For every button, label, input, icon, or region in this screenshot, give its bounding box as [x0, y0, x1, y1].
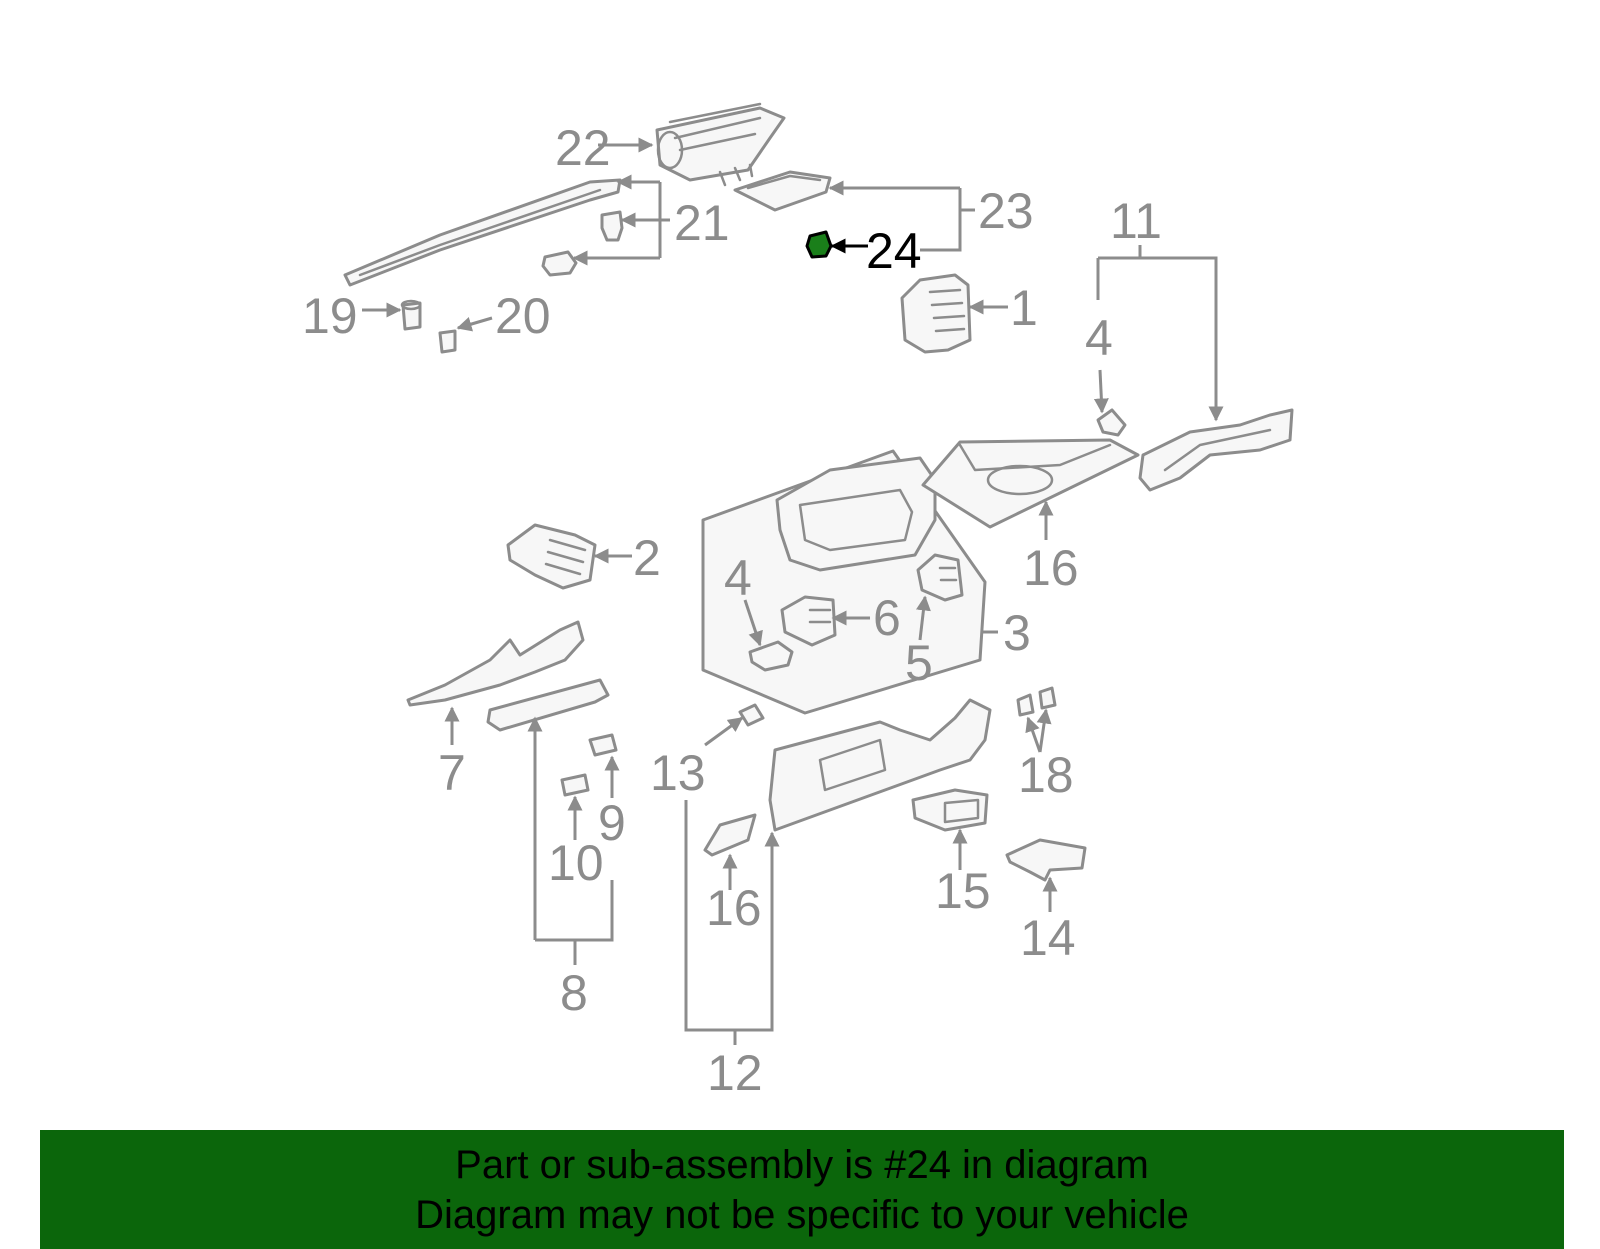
- part-4-clip-upper[interactable]: [1096, 408, 1127, 437]
- parts-diagram: 22 21 19 20 23 24 1 11 4 16 2 4 6 3 5 7 …: [302, 102, 1294, 1101]
- part-15-box[interactable]: [911, 788, 989, 832]
- part-10-clip[interactable]: [560, 773, 590, 797]
- callout-5: 5: [905, 635, 933, 691]
- part-21-clip-lower[interactable]: [541, 250, 578, 277]
- part-19-clip[interactable]: [400, 299, 422, 331]
- part-24-clip[interactable]: [805, 230, 833, 259]
- callout-21: 21: [674, 195, 730, 251]
- part-13-clip[interactable]: [738, 703, 765, 727]
- callout-3: 3: [1003, 605, 1031, 661]
- banner-line-part: Part or sub-assembly is #24 in diagram: [455, 1143, 1149, 1187]
- callout-18: 18: [1018, 747, 1074, 803]
- callout-4-panel: 4: [724, 550, 752, 606]
- leader-lines: [362, 137, 1224, 1045]
- part-18-clips[interactable]: [1016, 686, 1057, 717]
- part-16-cover[interactable]: [703, 813, 757, 857]
- part-17-tray[interactable]: [921, 438, 1140, 529]
- callout-labels: 22 21 19 20 23 24 1 11 4 16 2 4 6 3 5 7 …: [302, 120, 1162, 1101]
- info-banner: Part or sub-assembly is #24 in diagram D…: [40, 1130, 1564, 1249]
- part-7-bracket[interactable]: [406, 620, 585, 707]
- part-4-clip-panel[interactable]: [748, 640, 794, 672]
- callout-10: 10: [548, 835, 604, 891]
- part-23-panel[interactable]: [733, 170, 832, 212]
- callout-17: 16: [1023, 540, 1079, 596]
- callout-15: 15: [935, 863, 991, 919]
- part-3-cluster-bezel[interactable]: [775, 456, 937, 572]
- part-12-lower-panel[interactable]: [768, 698, 992, 832]
- callout-9: 9: [598, 795, 626, 851]
- part-2-vent[interactable]: [506, 523, 597, 590]
- callout-20: 20: [495, 288, 551, 344]
- callout-1: 1: [1010, 280, 1038, 336]
- part-1-vent[interactable]: [900, 273, 972, 354]
- callout-8: 8: [560, 965, 588, 1021]
- part-6-vent[interactable]: [780, 595, 837, 647]
- callout-11: 11: [1110, 193, 1162, 249]
- part-20-clip[interactable]: [438, 329, 457, 354]
- part-8-duct[interactable]: [486, 678, 610, 732]
- banner-line-disclaimer: Diagram may not be specific to your vehi…: [415, 1193, 1189, 1237]
- part-9-clip[interactable]: [588, 733, 618, 757]
- callout-16: 16: [706, 880, 762, 936]
- callout-19: 19: [302, 288, 358, 344]
- part-14-bracket[interactable]: [1005, 838, 1087, 882]
- callout-4-upper: 4: [1085, 310, 1113, 366]
- part-11-reinforcement[interactable]: [1138, 408, 1294, 492]
- callout-24: 24: [866, 223, 922, 279]
- callout-14: 14: [1020, 910, 1076, 966]
- callout-6: 6: [873, 590, 901, 646]
- callout-2: 2: [633, 530, 661, 586]
- callout-7: 7: [438, 745, 466, 801]
- part-21-clip-upper[interactable]: [600, 210, 624, 242]
- callout-23: 23: [978, 183, 1034, 239]
- callout-12: 12: [707, 1045, 763, 1101]
- callout-13: 13: [650, 745, 706, 801]
- part-5-vent[interactable]: [916, 553, 964, 602]
- callout-22: 22: [555, 120, 611, 176]
- part-21-dash-pad[interactable]: [343, 178, 622, 287]
- part-22-airbag[interactable]: [655, 102, 786, 187]
